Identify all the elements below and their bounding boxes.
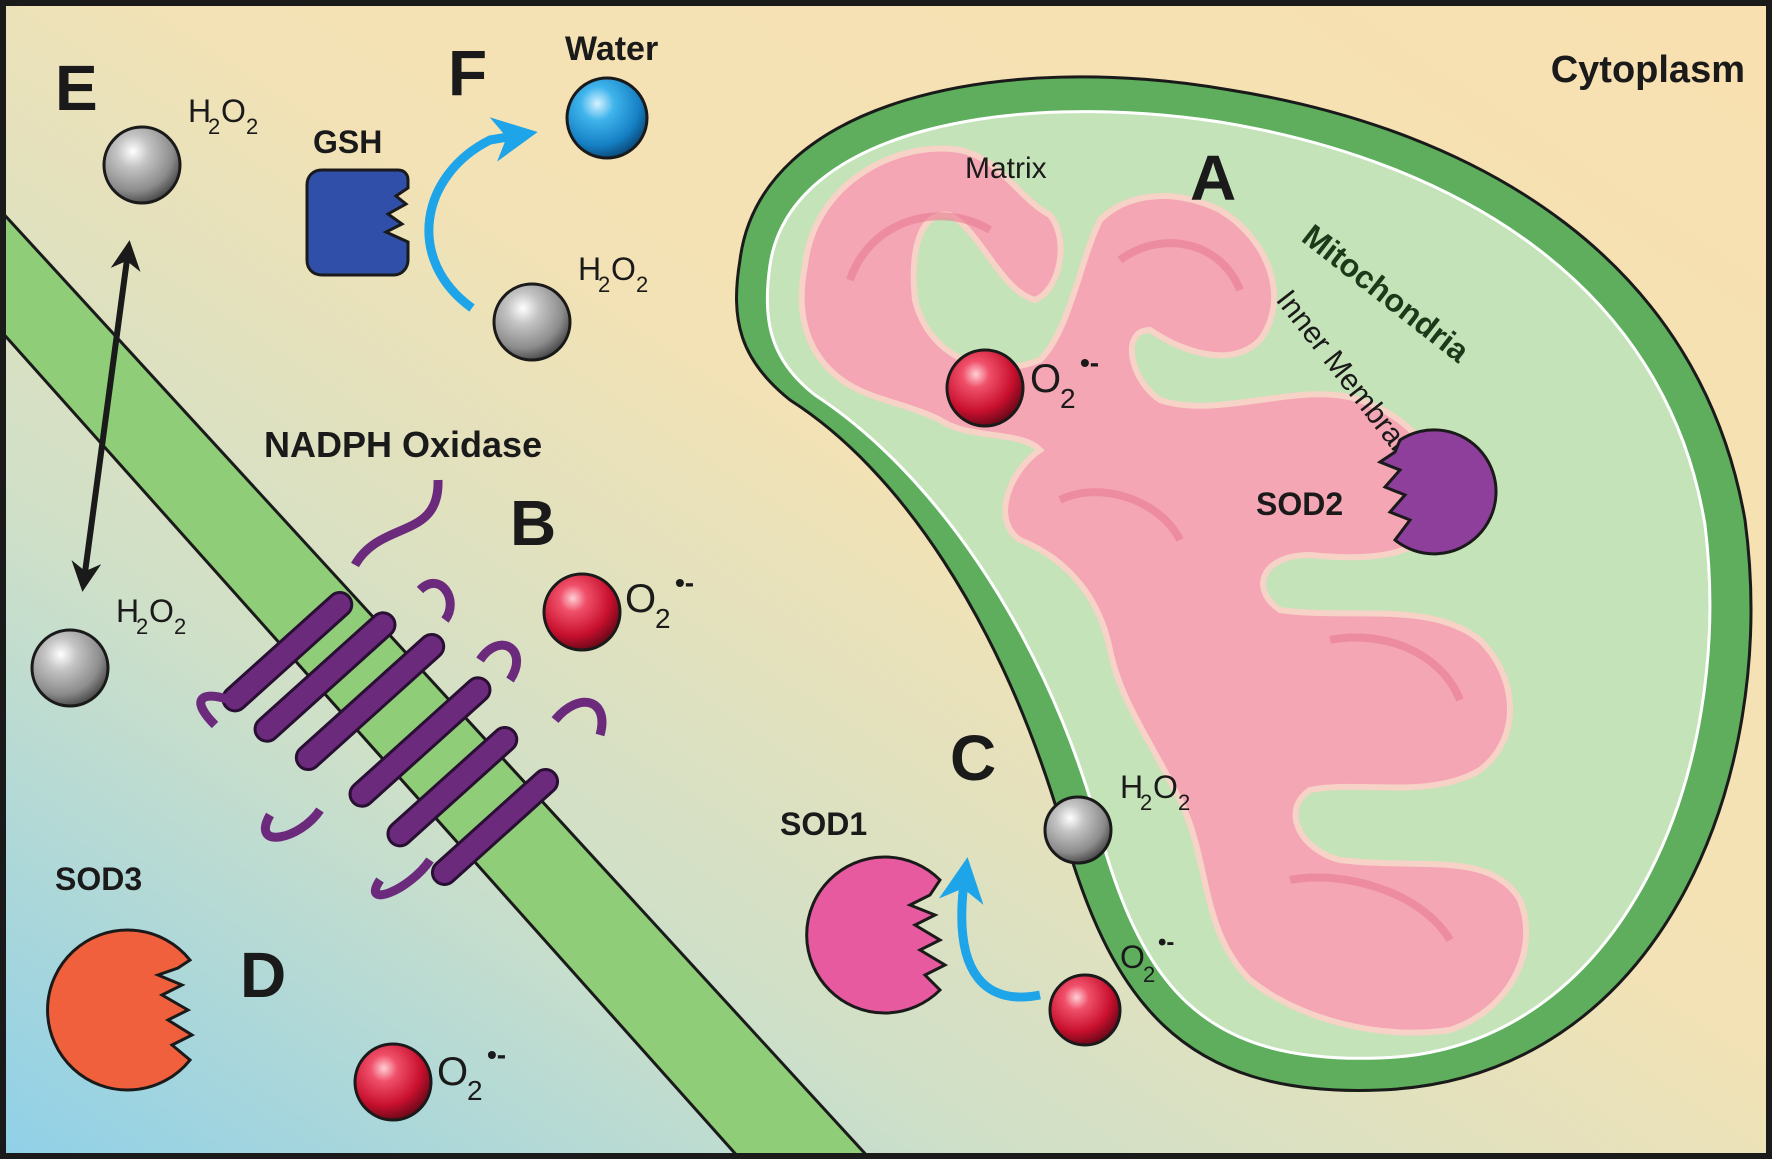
h2o2-molecule-extracellular [30,628,110,708]
h2o2-label-e: H 2 O 2 [188,93,258,139]
svg-text:O: O [1120,939,1145,975]
h2o2-molecule-c [1043,795,1113,865]
h2o2-label-extracellular: H 2 O 2 [116,593,186,639]
svg-text:2: 2 [655,603,671,634]
svg-text:2: 2 [136,614,148,639]
h2o2-molecule-f [492,282,572,362]
h2o2-diffusion-arrow [71,240,141,592]
cytoplasm-label: Cytoplasm [1551,49,1745,91]
panel-b-label: B [510,487,556,559]
sod1-enzyme [805,855,949,1015]
svg-text:2: 2 [598,272,610,297]
gsh-label: GSH [313,124,382,160]
superoxide-label-c: O 2 •- [1120,929,1174,987]
superoxide-molecule-c [1048,973,1122,1047]
water-label: Water [565,30,658,68]
superoxide-label-matrix: O 2 •- [1030,347,1099,414]
svg-text:•-: •- [487,1039,506,1070]
svg-text:•-: •- [1080,347,1099,378]
svg-text:2: 2 [636,272,648,297]
svg-text:O: O [221,93,246,129]
svg-text:H: H [188,93,211,129]
sod2-label: SOD2 [1256,486,1343,522]
svg-text:H: H [1120,769,1143,805]
svg-text:2: 2 [467,1075,483,1106]
svg-text:O: O [625,577,656,621]
svg-text:O: O [611,251,636,287]
nadph-oxidase-protein [196,479,607,900]
svg-text:O: O [1030,357,1061,401]
h2o2-label-c: H 2 O 2 [1120,769,1190,815]
svg-text:2: 2 [208,114,220,139]
svg-text:H: H [116,593,139,629]
superoxide-molecule-matrix [945,348,1025,428]
water-molecule [565,76,649,160]
svg-text:2: 2 [246,114,258,139]
svg-text:H: H [578,251,601,287]
svg-text:O: O [149,593,174,629]
gsh-reaction-arrow [424,117,538,312]
panel-f-label: F [448,37,487,109]
superoxide-molecule-d [353,1042,433,1122]
sod2-enzyme [1376,428,1498,556]
svg-text:•-: •- [1158,929,1174,956]
superoxide-label-d: O 2 •- [437,1039,506,1106]
svg-text:2: 2 [174,614,186,639]
superoxide-label-b: O 2 •- [625,567,694,634]
sod1-label: SOD1 [780,806,867,842]
superoxide-molecule-b [542,572,622,652]
svg-text:2: 2 [1140,790,1152,815]
sod1-reaction-arrow [938,857,1041,1002]
matrix-label: Matrix [965,152,1047,185]
panel-e-label: E [55,52,98,124]
panel-d-label: D [240,939,286,1011]
panel-a-label: A [1190,142,1236,214]
svg-text:2: 2 [1143,962,1155,987]
panel-c-label: C [950,722,996,794]
svg-text:O: O [437,1050,468,1094]
nadph-oxidase-label: NADPH Oxidase [264,424,542,465]
sod3-enzyme [46,928,196,1092]
svg-text:•-: •- [675,567,694,598]
svg-text:2: 2 [1178,790,1190,815]
svg-text:O: O [1153,769,1178,805]
sod3-label: SOD3 [55,861,142,897]
svg-text:2: 2 [1060,383,1076,414]
h2o2-label-f: H 2 O 2 [578,251,648,297]
h2o2-molecule-e [102,125,182,205]
gsh-molecule [305,168,410,277]
membrane-edge-outer [0,208,872,1161]
